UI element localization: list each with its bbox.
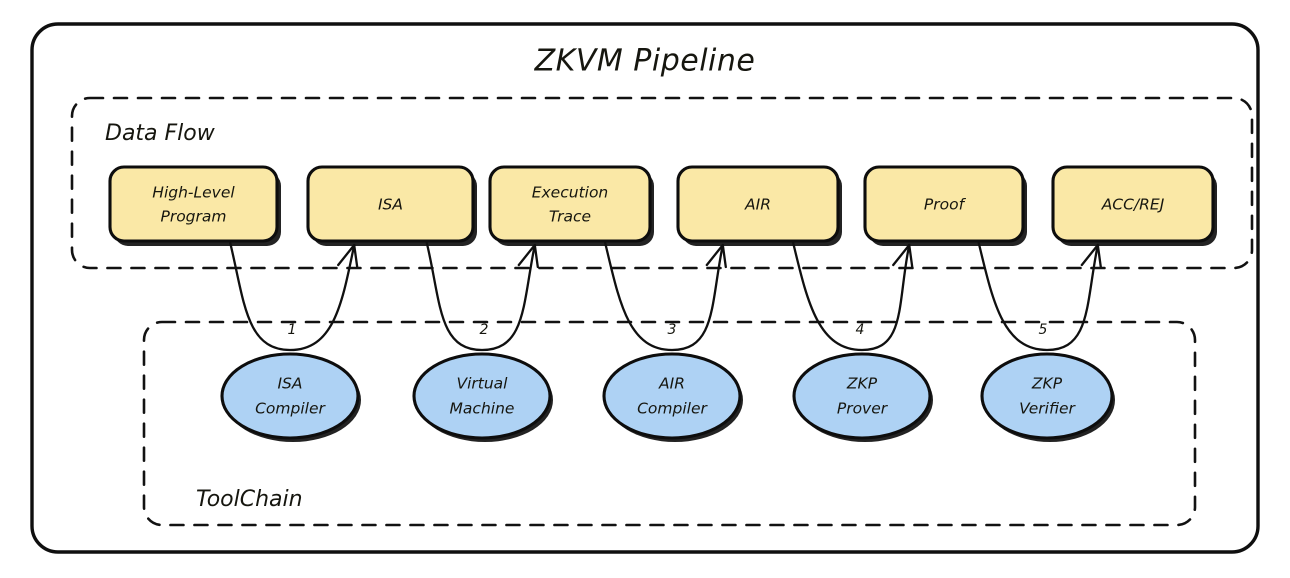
tool-node-label-line2: Compiler: [255, 400, 326, 418]
tool-node-zkp-verifier[interactable]: ZKP Verifier: [980, 352, 1115, 442]
data-node-shape: [863, 165, 1025, 243]
flow-edge-path: [977, 241, 1099, 352]
data-node-label: ACC/REJ: [1101, 196, 1165, 214]
data-node-isa[interactable]: ISA: [306, 165, 477, 246]
flow-edge-path: [792, 241, 911, 352]
group-data-flow: [70, 96, 1254, 270]
data-node-label-line1: High-Level: [152, 184, 235, 202]
flow-edge-1: [229, 241, 359, 352]
flow-edge-4: [792, 241, 914, 352]
tool-node-label-line1: ISA: [277, 375, 302, 393]
tool-node-label-line2: Compiler: [637, 400, 708, 418]
data-node-acc-rej[interactable]: ACC/REJ: [1051, 165, 1217, 246]
flow-edge-number-4: 4: [856, 322, 865, 338]
flow-edge-number-1: 1: [288, 322, 297, 338]
tool-node-label-line2: Verifier: [1019, 400, 1076, 418]
data-node-proof[interactable]: Proof: [863, 165, 1027, 246]
tool-node-label-line1: ZKP: [846, 375, 878, 393]
tool-node-shape: [220, 352, 360, 440]
tool-node-label-line1: Virtual: [457, 375, 509, 393]
flow-edge-3: [604, 241, 727, 352]
flow-edge-arrowhead: [892, 243, 914, 269]
outer-frame: [30, 22, 1260, 554]
flow-edge-2: [425, 241, 539, 352]
flow-edge-5: [977, 241, 1102, 352]
group-label-toolchain: ToolChain: [196, 487, 303, 512]
flow-edge-arrowhead: [337, 243, 359, 269]
flow-edge-path: [425, 241, 536, 352]
data-node-shape: [676, 165, 840, 243]
flow-edge-number-2: 2: [480, 322, 489, 338]
tool-node-label-line1: AIR: [658, 375, 685, 393]
tool-node-label-line1: ZKP: [1031, 375, 1063, 393]
data-node-shape: [488, 165, 652, 243]
edge-labels-layer: 1 2 3 4 5: [288, 322, 1048, 338]
tool-node-zkp-prover[interactable]: ZKP Prover: [792, 352, 933, 442]
data-node-label: ISA: [378, 196, 403, 214]
data-node-shape: [306, 165, 475, 243]
tool-node-shape: [980, 352, 1114, 440]
data-node-air[interactable]: AIR: [676, 165, 842, 246]
edges-layer: [229, 241, 1102, 352]
data-node-label-line2: Program: [160, 208, 226, 226]
flow-edge-path: [229, 241, 356, 352]
flow-edge-arrowhead: [517, 243, 539, 269]
flow-edge-number-5: 5: [1039, 322, 1048, 338]
tool-node-isa-compiler[interactable]: ISA Compiler: [220, 352, 361, 442]
data-node-label: Proof: [924, 196, 967, 214]
flow-edge-number-3: 3: [668, 322, 677, 338]
group-toolchain: [142, 320, 1197, 527]
flow-edge-path: [604, 241, 724, 352]
tool-node-shape: [412, 352, 552, 440]
page-title: ZKVM Pipeline: [534, 44, 756, 79]
data-node-label-line2: Trace: [549, 208, 591, 226]
data-node-shape: [1051, 165, 1215, 243]
flow-edge-arrowhead: [1080, 243, 1102, 269]
tool-node-air-compiler[interactable]: AIR Compiler: [602, 352, 743, 442]
tool-node-label-line2: Machine: [450, 400, 515, 418]
group-label-data-flow: Data Flow: [105, 121, 216, 146]
tool-node-shape: [792, 352, 932, 440]
data-node-label-line1: Execution: [532, 184, 609, 202]
data-node-label: AIR: [744, 196, 771, 214]
flow-edge-arrowhead: [705, 243, 727, 269]
tool-node-label-line2: Prover: [837, 400, 889, 418]
data-node-shape: [108, 165, 279, 243]
tool-node-shape: [602, 352, 742, 440]
